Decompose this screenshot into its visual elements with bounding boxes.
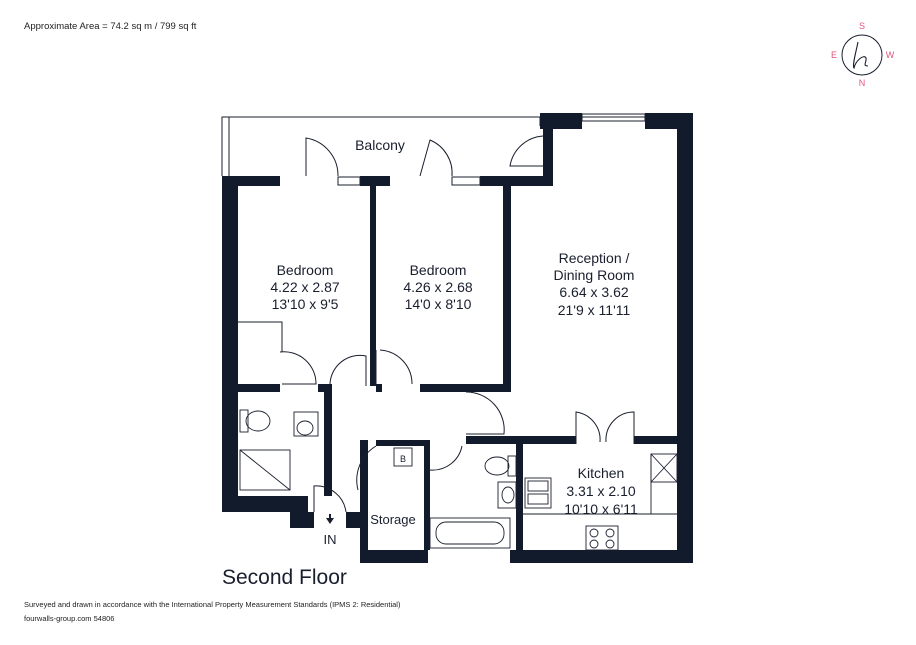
walls xyxy=(222,113,693,563)
compass-east: E xyxy=(831,50,837,60)
entrance-arrow-icon xyxy=(326,514,334,524)
compass-logo-icon xyxy=(852,41,869,70)
reception-name-line2: Dining Room xyxy=(554,267,635,283)
windows xyxy=(337,113,646,186)
balcony-label: Balcony xyxy=(355,137,405,153)
company-reference: fourwalls-group.com 54806 xyxy=(24,614,115,623)
boiler-label: B xyxy=(400,454,406,464)
floor-title: Second Floor xyxy=(222,566,347,589)
kitchen-imperial: 10'10 x 6'11 xyxy=(564,501,638,517)
kitchen-name: Kitchen xyxy=(578,465,625,481)
compass-south: S xyxy=(859,21,865,31)
bedroom-1-name: Bedroom xyxy=(277,262,334,278)
reception-imperial: 21'9 x 11'11 xyxy=(558,302,631,318)
bedroom-1-metric: 4.22 x 2.87 xyxy=(270,279,339,295)
entrance-label: IN xyxy=(324,532,337,547)
compass-north: N xyxy=(859,78,866,88)
reception-name-line1: Reception / xyxy=(559,250,630,266)
bedroom-2-imperial: 14'0 x 8'10 xyxy=(405,296,472,312)
reception-metric: 6.64 x 3.62 xyxy=(559,284,628,300)
bedroom-1-imperial: 13'10 x 9'5 xyxy=(272,296,339,312)
bedroom-2-metric: 4.26 x 2.68 xyxy=(403,279,472,295)
fixtures xyxy=(239,409,678,551)
door-swings xyxy=(238,135,635,513)
survey-note: Surveyed and drawn in accordance with th… xyxy=(24,600,401,609)
storage-label: Storage xyxy=(370,512,416,527)
approximate-area-text: Approximate Area = 74.2 sq m / 799 sq ft xyxy=(24,21,197,32)
compass-west: W xyxy=(886,50,895,60)
bedroom-2-name: Bedroom xyxy=(410,262,467,278)
room-labels: Balcony Bedroom 4.22 x 2.87 13'10 x 9'5 … xyxy=(270,137,638,547)
kitchen-metric: 3.31 x 2.10 xyxy=(566,483,635,499)
compass: S N E W xyxy=(831,21,895,88)
